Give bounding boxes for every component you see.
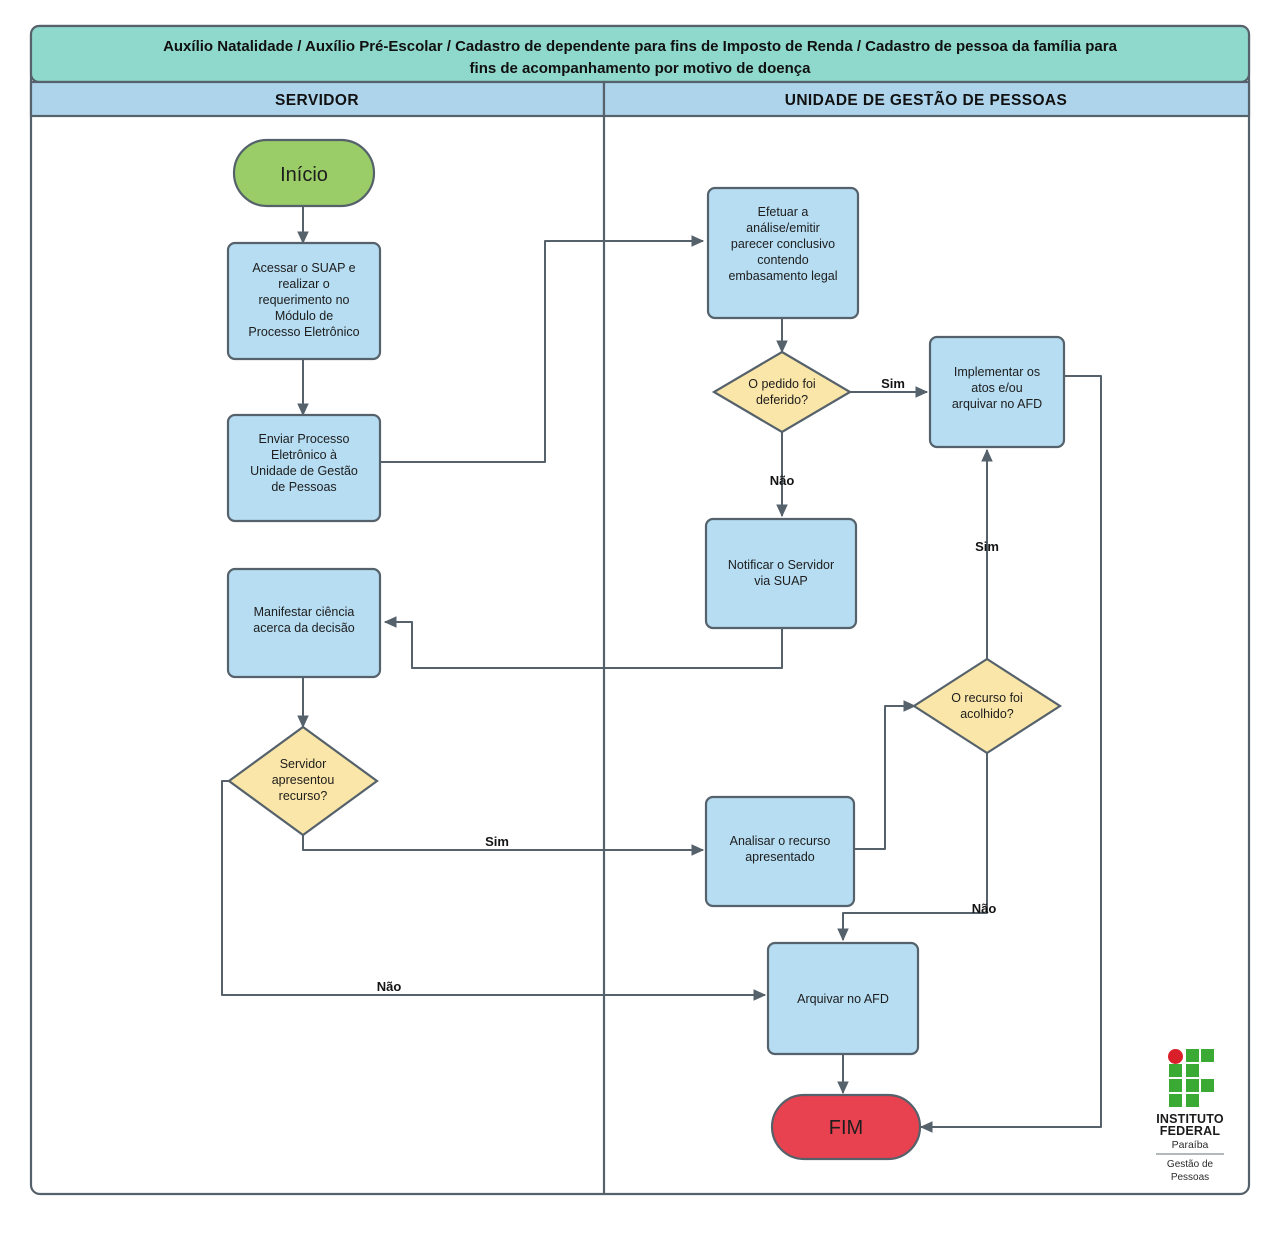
analisar-recurso-line-1: Analisar o recurso bbox=[730, 834, 831, 848]
enviar-processo-line-2: Eletrônico à bbox=[271, 448, 337, 462]
node-manifestar-ciencia[interactable]: Manifestar ciência acerca da decisão bbox=[226, 567, 382, 679]
inicio-shape bbox=[232, 138, 376, 208]
node-implementar-atos[interactable]: Implementar os atos e/ou arquivar no AFD bbox=[928, 335, 1066, 449]
node-fim[interactable]: FIM bbox=[770, 1093, 922, 1161]
node-analisar-recurso[interactable]: Analisar o recurso apresentado bbox=[704, 795, 856, 908]
banner-title-line-2: fins de acompanhamento por motivo de doe… bbox=[470, 60, 812, 77]
recurso-foi-acolhido-line-2: acolhido? bbox=[960, 707, 1014, 721]
logo-word-federal: FEDERAL bbox=[1160, 1124, 1221, 1138]
logo-square-r3c3 bbox=[1201, 1079, 1214, 1092]
edge-label-acolhido-sim: Sim bbox=[975, 539, 999, 554]
lane-title-servidor: SERVIDOR bbox=[275, 92, 359, 109]
logo-square-r2c2 bbox=[1186, 1064, 1199, 1077]
node-servidor-apresentou-recurso[interactable]: Servidor apresentou recurso? bbox=[227, 725, 379, 837]
edge-acolhido-nao-to-arquivar bbox=[837, 753, 988, 942]
efetuar-analise-line-4: contendo bbox=[757, 253, 808, 267]
inicio-label: Início bbox=[280, 164, 328, 186]
efetuar-analise-line-1: Efetuar a bbox=[758, 205, 809, 219]
edge-label-servrecurso-sim: Sim bbox=[485, 834, 509, 849]
node-inicio[interactable]: Início bbox=[232, 138, 376, 208]
efetuar-analise-shape bbox=[706, 186, 860, 320]
acessar-suap-line-3: requerimento no bbox=[258, 293, 349, 307]
node-recurso-foi-acolhido[interactable]: O recurso foi acolhido? bbox=[911, 657, 1063, 755]
lane-title-gestao-pessoas: UNIDADE DE GESTÃO DE PESSOAS bbox=[785, 91, 1068, 109]
logo-square-r3c1 bbox=[1169, 1079, 1182, 1092]
enviar-processo-line-4: de Pessoas bbox=[271, 480, 336, 494]
arquivar-afd-line-1: Arquivar no AFD bbox=[797, 992, 889, 1006]
notificar-servidor-line-2: via SUAP bbox=[754, 574, 808, 588]
logo-square-r4c1 bbox=[1169, 1094, 1182, 1107]
analisar-recurso-line-2: apresentado bbox=[745, 850, 815, 864]
acessar-suap-shape bbox=[226, 241, 382, 361]
implementar-atos-line-1: Implementar os bbox=[954, 365, 1040, 379]
logo-square-r1c2 bbox=[1186, 1049, 1199, 1062]
edge-servrecurso-sim-to-analisar bbox=[302, 835, 705, 856]
pedido-foi-deferido-line-2: deferido? bbox=[756, 393, 808, 407]
edge-analisar-to-acolhido bbox=[853, 700, 917, 850]
fim-shape bbox=[770, 1093, 922, 1161]
implementar-atos-line-2: atos e/ou bbox=[971, 381, 1022, 395]
edge-implementar-to-fim bbox=[919, 375, 1102, 1133]
servidor-apresentou-recurso-line-1: Servidor bbox=[280, 757, 327, 771]
fim-label: FIM bbox=[829, 1117, 863, 1139]
node-efetuar-analise[interactable]: Efetuar a análise/emitir parecer conclus… bbox=[706, 186, 860, 320]
pedido-foi-deferido-shape bbox=[711, 350, 853, 434]
logo-unit-line-2: Pessoas bbox=[1171, 1172, 1209, 1183]
recurso-foi-acolhido-shape bbox=[911, 657, 1063, 755]
edge-enviar-to-efetuar bbox=[379, 235, 705, 463]
node-arquivar-afd[interactable]: Arquivar no AFD bbox=[766, 941, 920, 1056]
edge-label-acolhido-nao: Não bbox=[972, 901, 997, 916]
node-pedido-foi-deferido[interactable]: O pedido foi deferido? bbox=[711, 350, 853, 434]
implementar-atos-shape bbox=[928, 335, 1066, 449]
arquivar-afd-shape bbox=[766, 941, 920, 1056]
edge-notificar-to-manifestar bbox=[383, 616, 783, 669]
logo-unit-line-1: Gestão de bbox=[1167, 1159, 1214, 1170]
banner-title-line-1: Auxílio Natalidade / Auxílio Pré-Escolar… bbox=[163, 38, 1118, 55]
logo-square-r1c3 bbox=[1201, 1049, 1214, 1062]
efetuar-analise-line-2: análise/emitir bbox=[746, 221, 820, 235]
enviar-processo-shape bbox=[226, 413, 382, 523]
edge-servrecurso-nao-to-arquivar bbox=[221, 780, 767, 1001]
edge-label-deferido-sim: Sim bbox=[881, 376, 905, 391]
manifestar-ciencia-line-2: acerca da decisão bbox=[253, 621, 355, 635]
acessar-suap-line-4: Módulo de bbox=[275, 309, 333, 323]
lane-header-servidor bbox=[29, 80, 606, 118]
enviar-processo-line-3: Unidade de Gestão bbox=[250, 464, 358, 478]
servidor-apresentou-recurso-line-3: recurso? bbox=[279, 789, 328, 803]
logo-square-r4c2 bbox=[1186, 1094, 1199, 1107]
diagram-frame bbox=[29, 24, 1251, 1196]
recurso-foi-acolhido-line-1: O recurso foi bbox=[951, 691, 1023, 705]
acessar-suap-line-2: realizar o bbox=[278, 277, 329, 291]
notificar-servidor-shape bbox=[704, 517, 858, 630]
enviar-processo-line-1: Enviar Processo bbox=[258, 432, 349, 446]
edge-label-servrecurso-nao: Não bbox=[377, 979, 402, 994]
lane-header-gestao-pessoas bbox=[602, 80, 1251, 118]
node-enviar-processo[interactable]: Enviar Processo Eletrônico à Unidade de … bbox=[226, 413, 382, 523]
implementar-atos-line-3: arquivar no AFD bbox=[952, 397, 1042, 411]
efetuar-analise-line-3: parecer conclusivo bbox=[731, 237, 835, 251]
logo-subtitle-paraiba: Paraíba bbox=[1172, 1139, 1209, 1151]
servidor-apresentou-recurso-line-2: apresentou bbox=[272, 773, 335, 787]
ifpb-logo: INSTITUTO FEDERAL Paraíba Gestão de Pess… bbox=[1156, 1049, 1224, 1183]
efetuar-analise-line-5: embasamento legal bbox=[728, 269, 837, 283]
pedido-foi-deferido-line-1: O pedido foi bbox=[748, 377, 815, 391]
logo-word-instituto: INSTITUTO bbox=[1156, 1112, 1224, 1126]
node-acessar-suap[interactable]: Acessar o SUAP e realizar o requerimento… bbox=[226, 241, 382, 361]
acessar-suap-line-5: Processo Eletrônico bbox=[248, 325, 359, 339]
analisar-recurso-shape bbox=[704, 795, 856, 908]
logo-red-dot-icon bbox=[1168, 1049, 1183, 1064]
acessar-suap-line-1: Acessar o SUAP e bbox=[252, 261, 355, 275]
edge-label-deferido-nao: Não bbox=[770, 473, 795, 488]
manifestar-ciencia-shape bbox=[226, 567, 382, 679]
node-notificar-servidor[interactable]: Notificar o Servidor via SUAP bbox=[704, 517, 858, 630]
servidor-apresentou-recurso-shape bbox=[227, 725, 379, 837]
logo-square-r2c1 bbox=[1169, 1064, 1182, 1077]
logo-square-r3c2 bbox=[1186, 1079, 1199, 1092]
notificar-servidor-line-1: Notificar o Servidor bbox=[728, 558, 834, 572]
manifestar-ciencia-line-1: Manifestar ciência bbox=[254, 605, 355, 619]
